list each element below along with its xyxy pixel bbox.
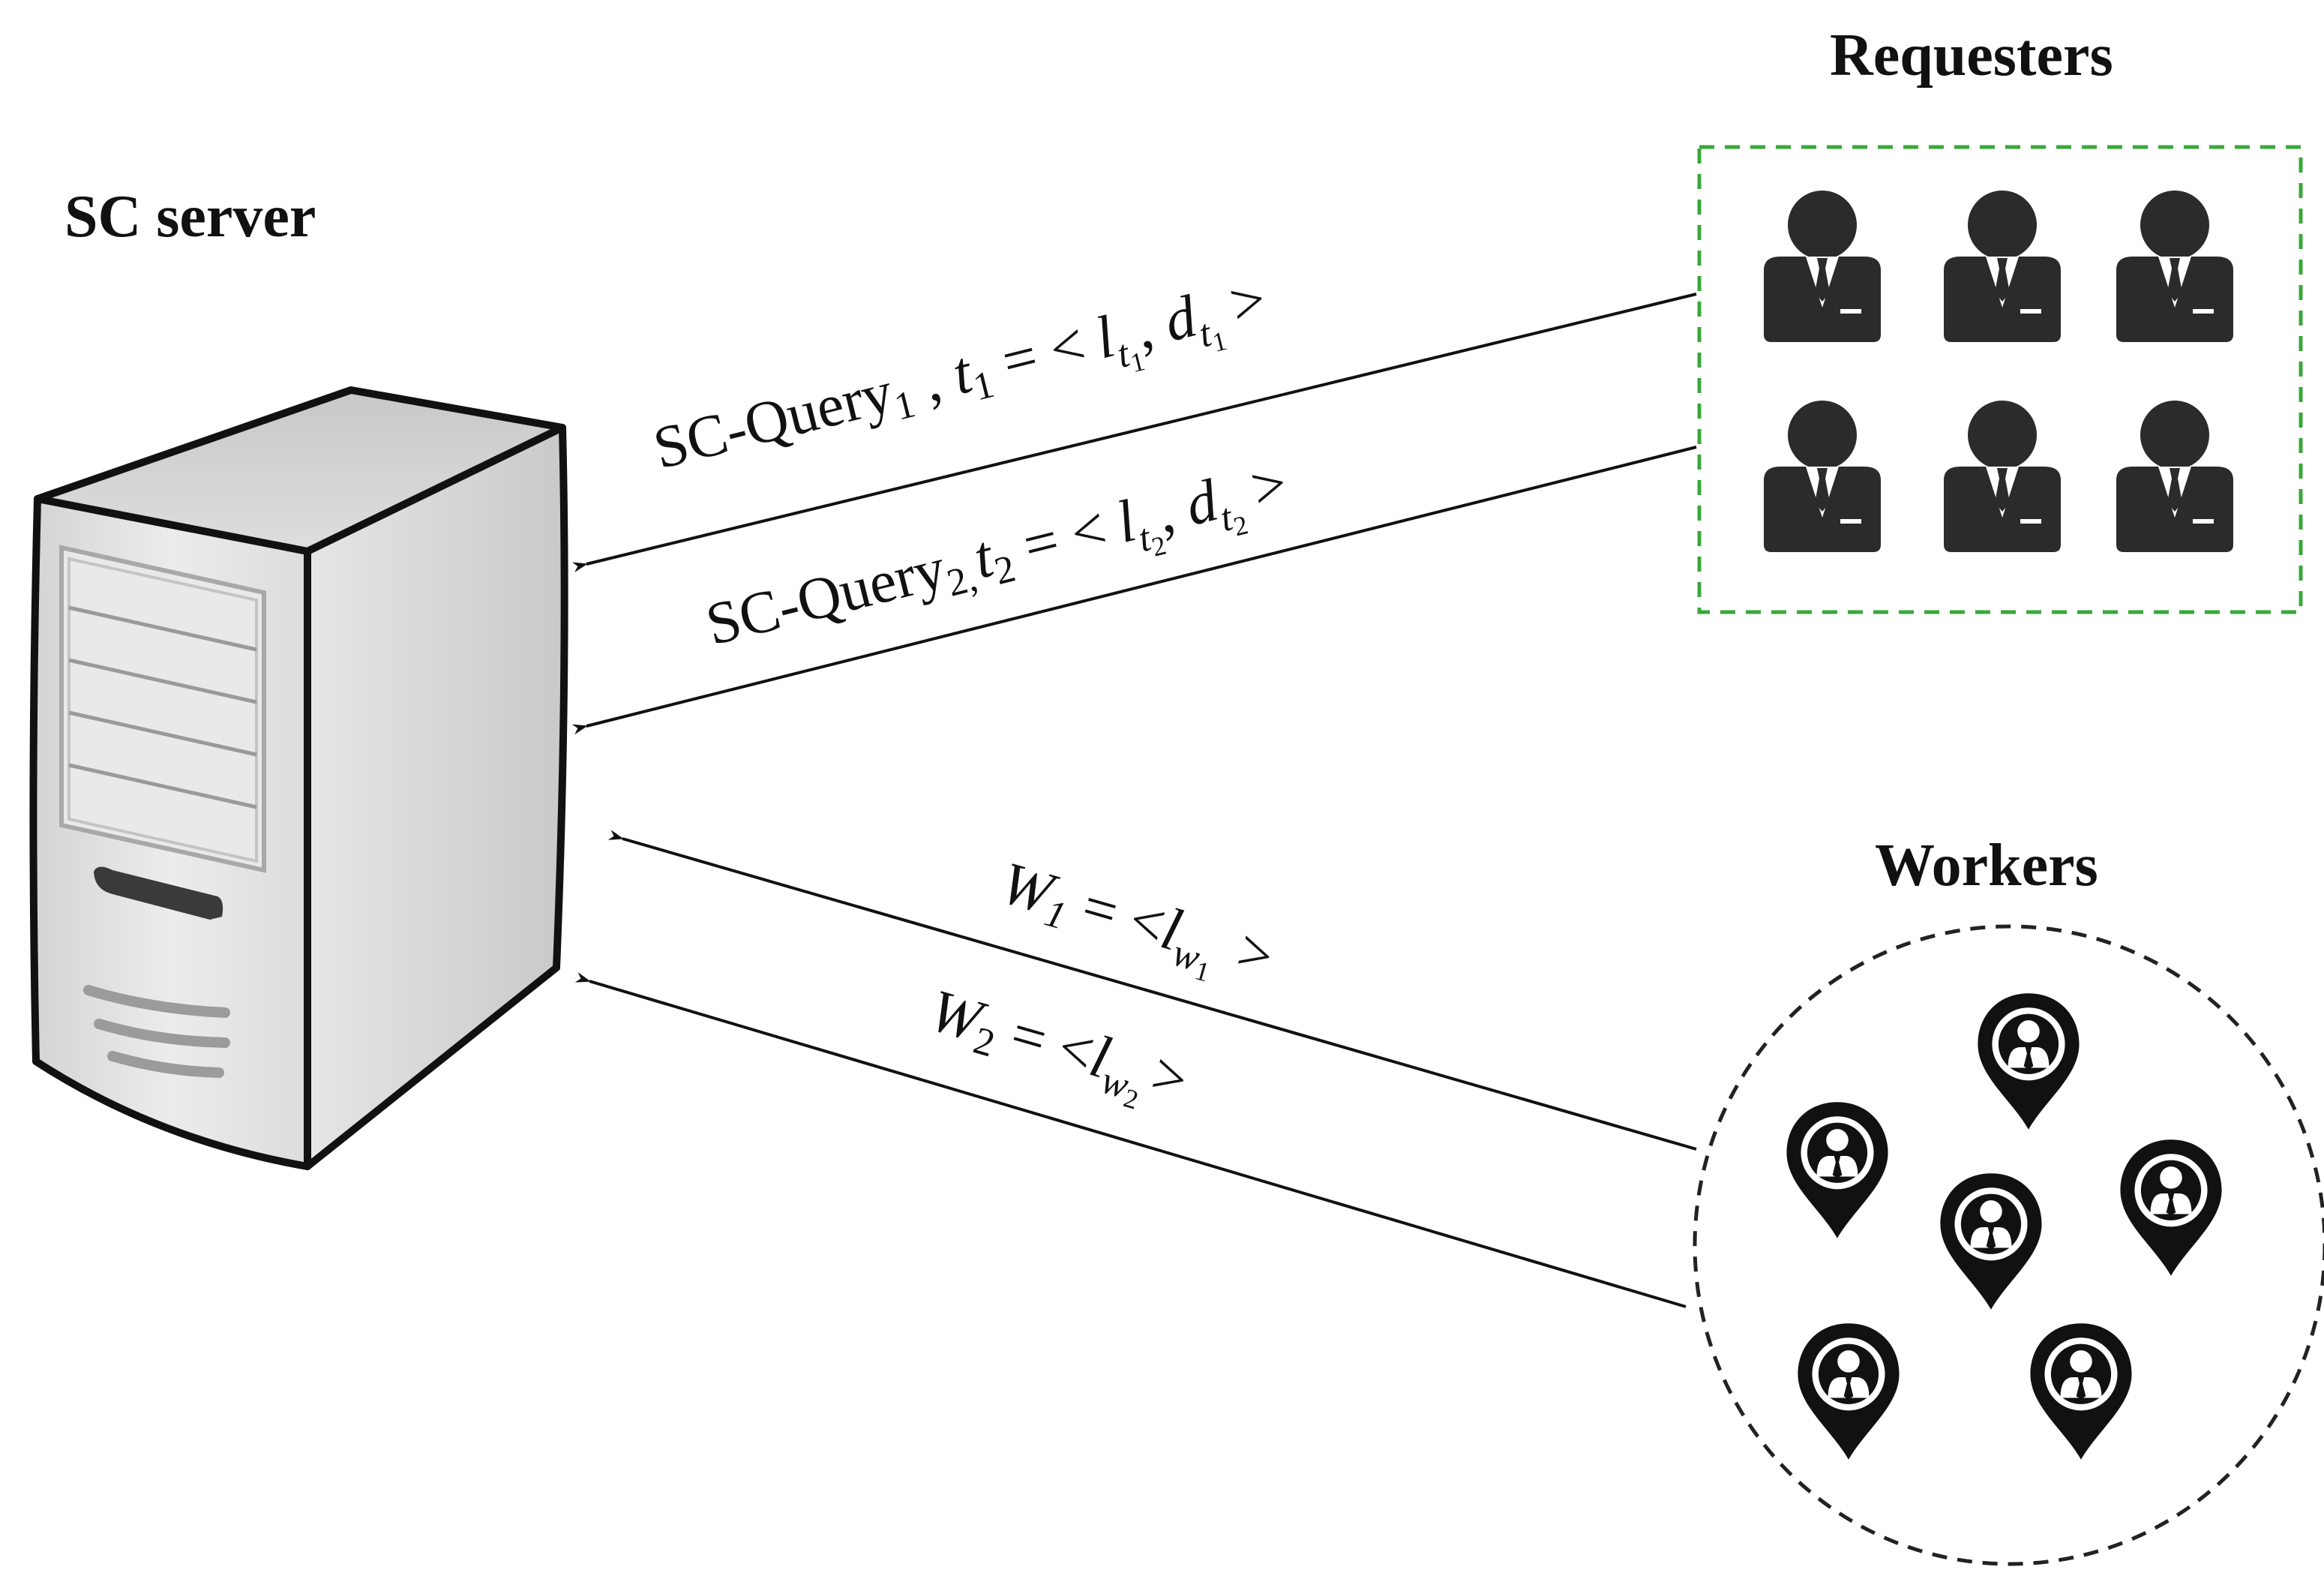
query-1-label: SC-Query1 , t1= <lt1, dt1> bbox=[647, 266, 1276, 495]
worker-1-arrow bbox=[607, 830, 1697, 1151]
businessman-icon bbox=[2116, 191, 2233, 342]
query-1-name: SC-Query bbox=[647, 359, 899, 482]
requesters-group-box bbox=[1697, 145, 2303, 614]
server-tower-icon bbox=[29, 386, 568, 1170]
query-2-name: SC-Query bbox=[700, 536, 952, 659]
map-pin-person-icon bbox=[2120, 1139, 2222, 1276]
map-pin-person-icon bbox=[1940, 1173, 2042, 1310]
map-pin-person-icon bbox=[1786, 1102, 1888, 1238]
query-2-arrow bbox=[571, 446, 1697, 735]
map-pin-person-icon bbox=[2030, 1323, 2132, 1460]
worker-2-arrow bbox=[574, 972, 1687, 1308]
worker-1-close: > bbox=[1230, 917, 1281, 990]
workers-group-circle bbox=[1693, 924, 2324, 1566]
query-1-close: > bbox=[1224, 266, 1273, 338]
query-1-arrow bbox=[571, 293, 1697, 573]
query-2-label: SC-Query2,t2= <lt2, dt2> bbox=[700, 450, 1297, 671]
worker-icon-group bbox=[1786, 993, 2222, 1460]
requesters-title: Requesters bbox=[1830, 23, 2113, 89]
businessman-icon bbox=[1764, 191, 1881, 342]
businessman-icon bbox=[1764, 401, 1881, 552]
worker-1-label: W1= <lw1> bbox=[990, 850, 1281, 1004]
server-title: SC server bbox=[64, 184, 316, 250]
map-pin-person-icon bbox=[1798, 1323, 1900, 1460]
businessman-icon bbox=[2116, 401, 2233, 552]
map-pin-person-icon bbox=[1978, 993, 2080, 1130]
worker-2-close: > bbox=[1144, 1041, 1195, 1114]
query-2-eq: = < bbox=[1017, 495, 1113, 579]
workers-title: Workers bbox=[1875, 833, 2098, 899]
requester-icon-group bbox=[1764, 191, 2233, 552]
worker-2-label: W2= <lw2> bbox=[919, 977, 1195, 1127]
query-2-close: > bbox=[1245, 450, 1294, 522]
businessman-icon bbox=[1944, 191, 2061, 342]
businessman-icon bbox=[1944, 401, 2061, 552]
query-1-eq: = < bbox=[996, 311, 1092, 395]
